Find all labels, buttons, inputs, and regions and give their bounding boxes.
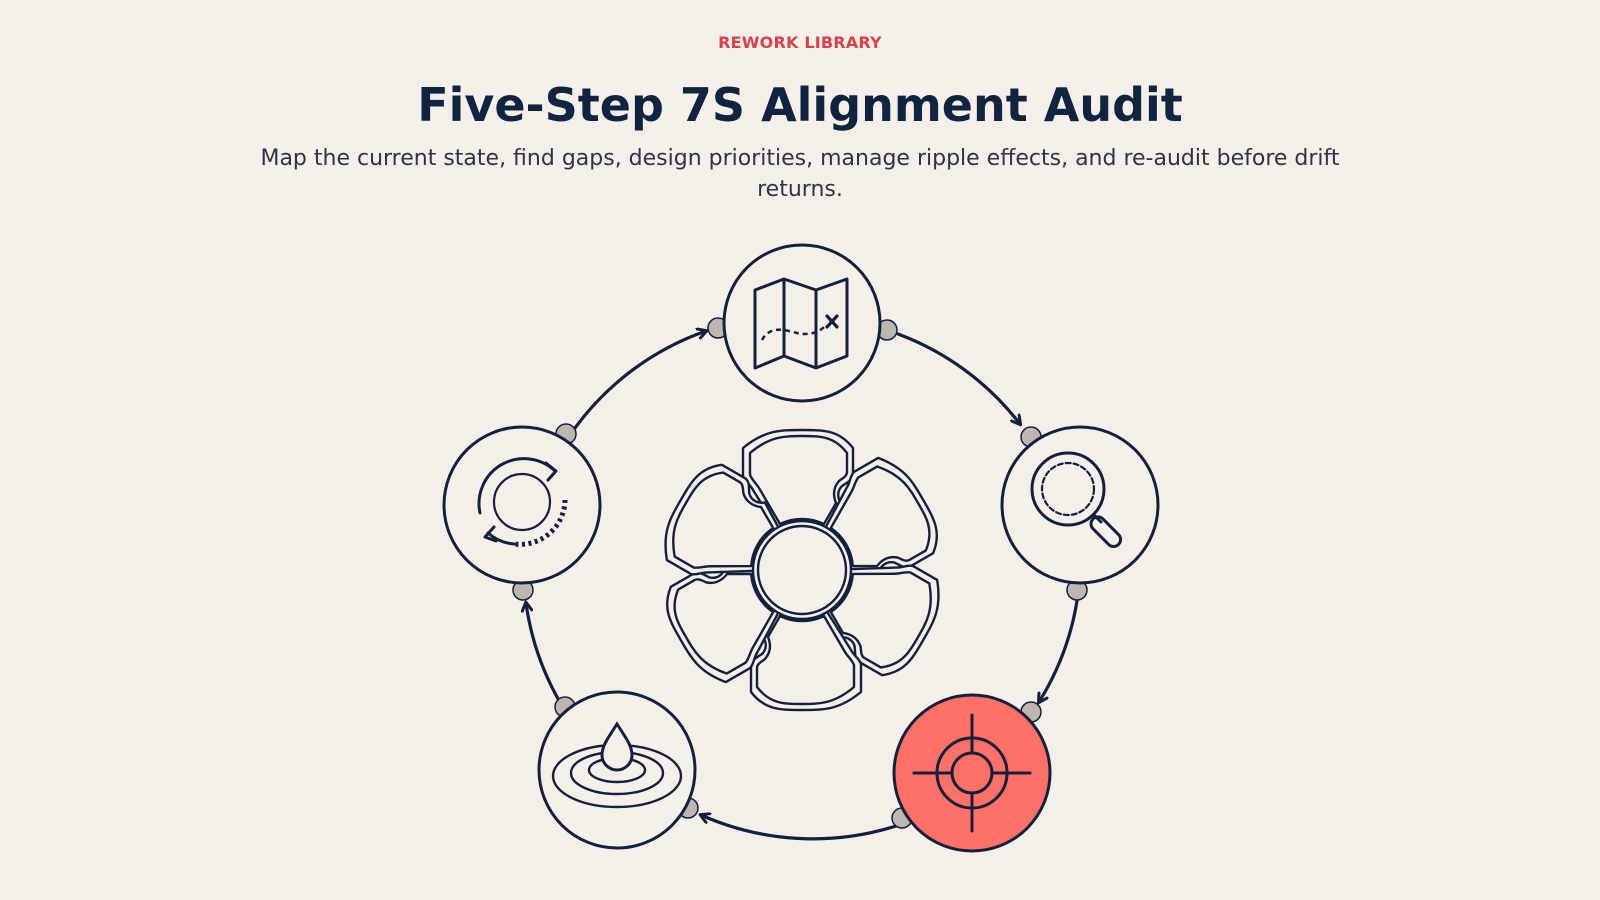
step-3-node: [892, 693, 1052, 853]
step-5-node: [442, 425, 602, 585]
cycle-arrows: [526, 331, 1079, 841]
arrow-step3-to-step4: [701, 815, 898, 841]
arrow-step5-to-step1: [573, 331, 706, 430]
page-subtitle: Map the current state, find gaps, design…: [260, 146, 1340, 202]
target-icon: [912, 713, 1032, 833]
map-icon: [753, 277, 849, 370]
arrow-step4-to-step5: [526, 603, 563, 706]
step-1-node: [722, 243, 882, 403]
arrow-step1-to-step2: [896, 332, 1020, 424]
seven-piece-puzzle-icon: [650, 428, 954, 712]
page-title: Five-Step 7S Alignment Audit: [417, 78, 1183, 132]
arrow-step2-to-step3: [1039, 599, 1079, 702]
cycle-refresh-icon: [477, 457, 568, 547]
eyebrow-label: REWORK LIBRARY: [718, 33, 882, 52]
step-4-node: [537, 690, 697, 850]
magnifier-icon: [1030, 451, 1123, 548]
step-2-node: [1000, 425, 1160, 585]
ripple-drop-icon: [551, 721, 683, 809]
